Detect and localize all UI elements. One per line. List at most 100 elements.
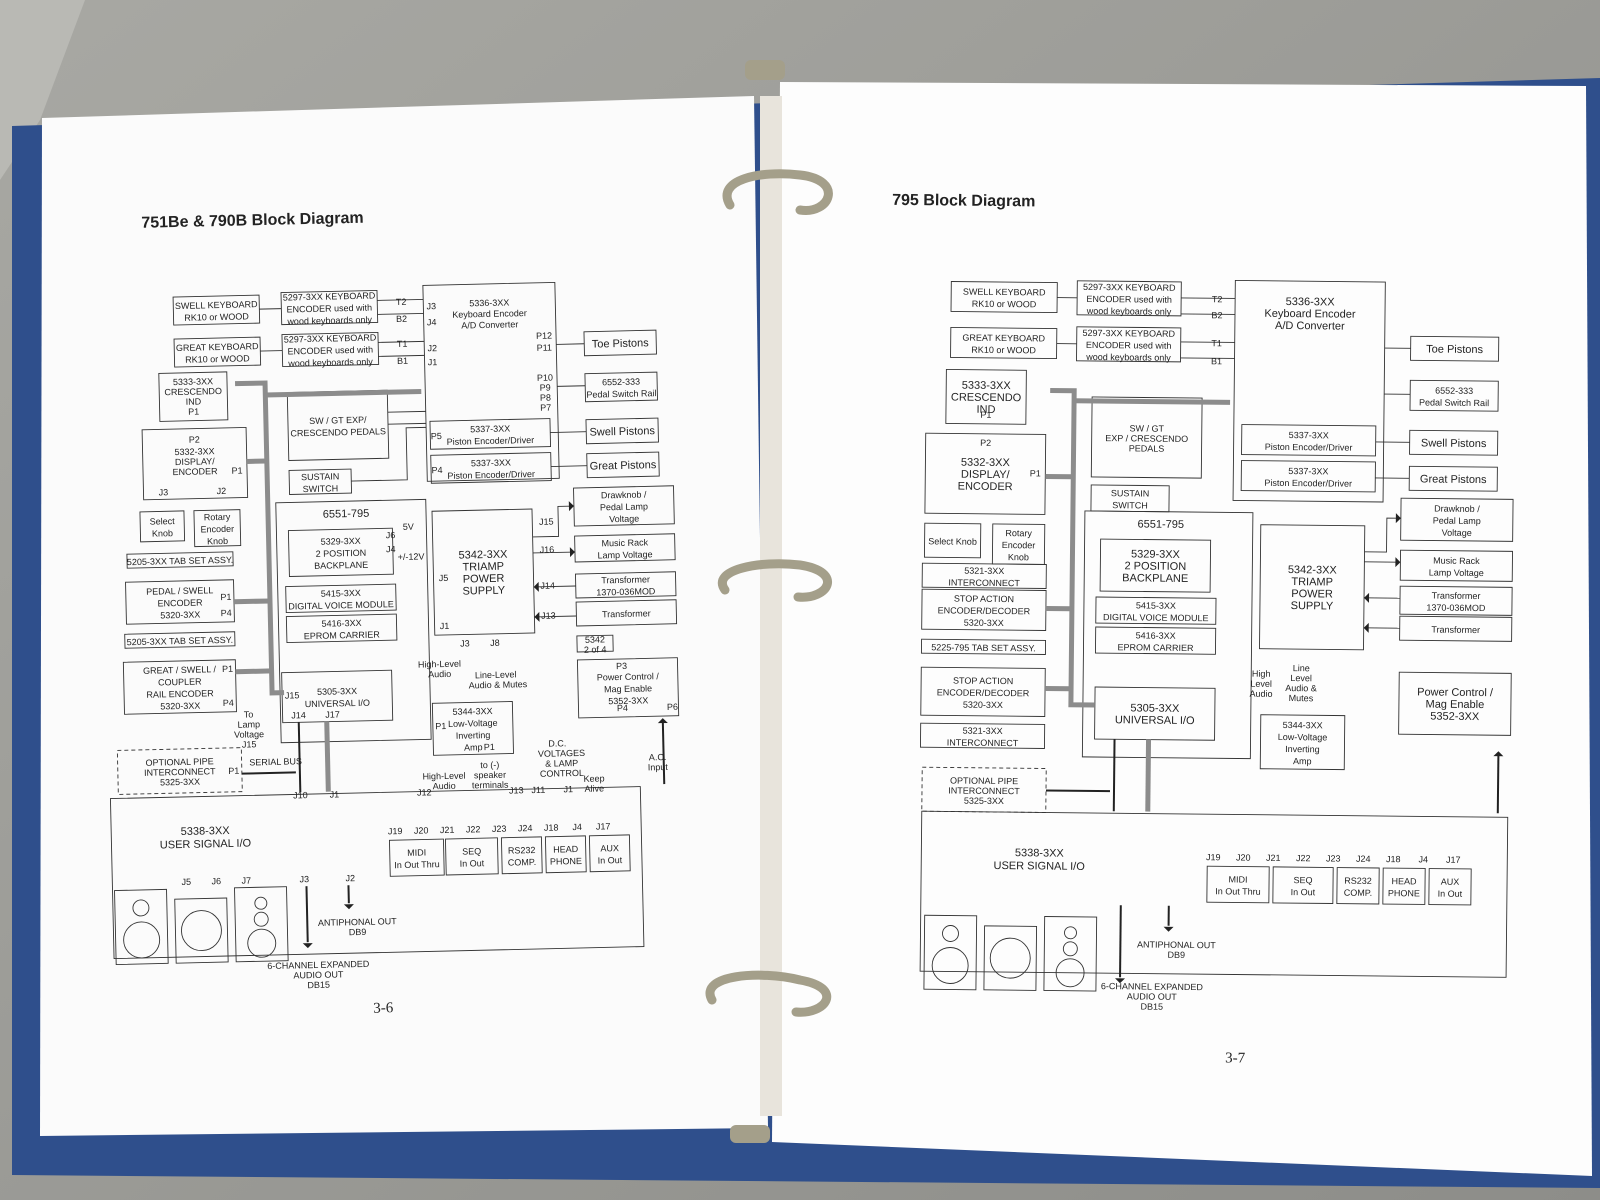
- r-low-voltage-amp-text: Inverting: [1285, 744, 1320, 754]
- label: P7: [540, 403, 551, 413]
- right-speakers-woofer1: [931, 947, 969, 984]
- r-music-rack-lamp: [1399, 549, 1513, 582]
- label: J15: [285, 690, 300, 700]
- keyboard-encoder-2-text: wood keyboards only: [287, 357, 373, 369]
- label: Audio &: [1285, 683, 1317, 693]
- transformer-2: [575, 599, 678, 627]
- label: VOLTAGES: [538, 748, 585, 759]
- arrow-head: [534, 611, 540, 622]
- r-crescendo-ind: [945, 368, 1027, 425]
- bus-branch3: [233, 598, 271, 605]
- label: USER SIGNAL I/O: [160, 837, 252, 851]
- label: J4: [386, 544, 396, 554]
- r-piston-encoder-2: [1240, 460, 1376, 493]
- wire: [351, 426, 427, 482]
- keyboard-encoder-2-text: ENCODER used with: [287, 345, 373, 357]
- wire: [377, 312, 424, 315]
- right-speakers-woofer3: [1055, 958, 1085, 988]
- wire: [1181, 297, 1236, 299]
- label: B1: [397, 356, 408, 366]
- r-transformer-1-text: 1370-036MOD: [1426, 602, 1486, 613]
- r-port-aux: [1428, 868, 1472, 906]
- jack-J18: J18: [544, 822, 559, 832]
- arrow-head: [1493, 751, 1504, 757]
- toe-pistons-text: Toe Pistons: [592, 337, 650, 350]
- sw-gt-expression-pedals-text: SW / GT EXP/: [309, 415, 367, 426]
- bus-branch4: [235, 668, 272, 675]
- label: J15: [242, 739, 257, 749]
- drawknob-lamp-voltage-text: Voltage: [609, 514, 639, 525]
- label: Alive: [584, 783, 604, 793]
- r-crescendo-ind-text: CRESCENDO: [951, 391, 1022, 404]
- port-label: AUX: [600, 843, 619, 853]
- label: P8: [540, 393, 551, 403]
- tab-set-assy-2: [124, 631, 236, 649]
- r-swell-keyboard-text: SWELL KEYBOARD: [963, 287, 1046, 298]
- r-stop-action-2: [920, 666, 1046, 717]
- left-page: [40, 96, 768, 1136]
- right-page-number: 3-7: [1225, 1050, 1246, 1066]
- r-sw-gt-pedals-text: PEDALS: [1129, 443, 1165, 453]
- music-rack-lamp-text: Music Rack: [601, 537, 648, 548]
- label: J13: [509, 785, 524, 795]
- right-speakers-cab1: [923, 914, 978, 991]
- port-rs232: [500, 836, 543, 875]
- label: Line-Level: [475, 669, 517, 680]
- label: J10: [293, 790, 308, 800]
- r-stop-action-2-text: 5320-3XX: [963, 700, 1003, 710]
- power-control-text: Mag Enable: [604, 683, 652, 694]
- right-speakers-cab3: [1043, 916, 1098, 992]
- label: Audio: [1249, 689, 1272, 699]
- triamp-ref-text: 5342: [585, 634, 605, 644]
- r-port-label: SEQ: [1294, 875, 1313, 885]
- music-rack-lamp: [574, 533, 676, 563]
- arrow-head: [533, 581, 539, 592]
- label: B2: [396, 314, 407, 324]
- wire: [1364, 517, 1401, 553]
- wire: [550, 431, 587, 433]
- eprom-carrier-text: 5416-3XX: [321, 618, 361, 629]
- triamp-power-supply-text: POWER: [463, 573, 505, 586]
- left-speakers-woofer3: [247, 928, 277, 958]
- left-page-number: 3-6: [373, 1000, 394, 1016]
- low-voltage-amp-text: Inverting: [456, 730, 491, 741]
- transformer-1-text: Transformer: [601, 574, 650, 585]
- label: J1: [428, 357, 438, 367]
- pedal-swell-encoder-text: PEDAL / SWELL: [146, 585, 213, 597]
- coupler-rail-encoder-text: 5320-3XX: [160, 701, 200, 712]
- crescendo-ind: [158, 371, 229, 422]
- r-keyenc-label: A/D Converter: [1275, 320, 1345, 333]
- r-music-rack-lamp-text: Music Rack: [1433, 556, 1480, 566]
- label: +/-12V: [398, 551, 425, 562]
- label: J7: [241, 875, 251, 885]
- r-port-sub: In Out: [1291, 887, 1316, 897]
- sustain-switch-text: SUSTAIN: [301, 471, 340, 482]
- r-tab-set-assy: [920, 638, 1047, 655]
- label: P10: [537, 372, 553, 382]
- universal-io: [281, 669, 394, 724]
- r-display-encoder-text: ENCODER: [958, 481, 1013, 494]
- label: J17: [325, 709, 340, 719]
- pedal-swell-encoder-text: ENCODER: [157, 597, 203, 608]
- great-keyboard-box-text: RK10 or WOOD: [185, 353, 250, 364]
- r-stop-action-1-text: 5320-3XX: [964, 618, 1004, 628]
- backplane-text: 2 POSITION: [316, 548, 367, 559]
- r-keyboard-encoder-1-text: 5297-3XX KEYBOARD: [1083, 282, 1176, 293]
- label: J3: [460, 638, 470, 648]
- ring-bottom: [705, 970, 832, 1017]
- jack-J17: J17: [596, 821, 611, 831]
- port-head: [544, 835, 587, 874]
- label: J6: [211, 876, 221, 886]
- label: J2: [345, 873, 355, 883]
- r-piston-encoder-2-text: 5337-3XX: [1288, 466, 1328, 476]
- rotary-encoder-knob-text: Rotary: [204, 512, 231, 523]
- r-j17-bus: [1145, 739, 1152, 812]
- label: Audio: [433, 781, 456, 792]
- r-backplane-text: BACKPLANE: [1122, 572, 1188, 585]
- r-select-knob: [923, 522, 982, 559]
- label: J15: [539, 516, 554, 526]
- left-page-title: 751Be & 790B Block Diagram: [141, 210, 364, 232]
- arrow-head: [1163, 926, 1174, 932]
- r-rotary-encoder-knob-text: Rotary: [1005, 528, 1032, 538]
